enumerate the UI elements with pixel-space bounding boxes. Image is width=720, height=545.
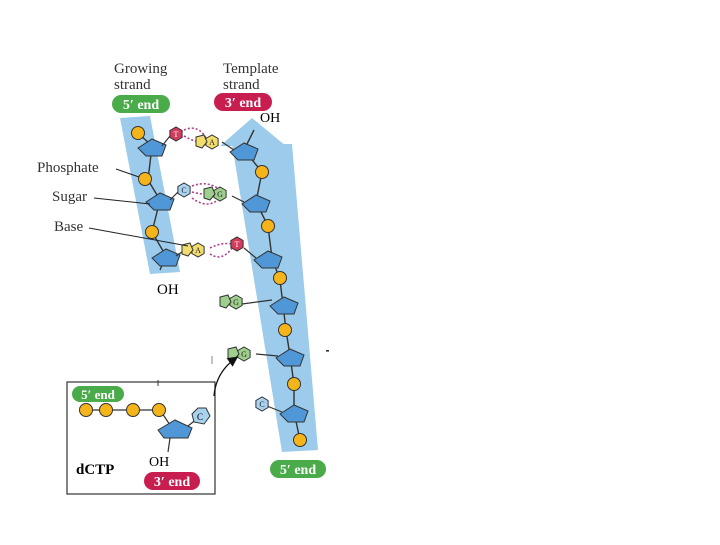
phosphate bbox=[99, 403, 113, 417]
template-strand-band bbox=[232, 144, 318, 452]
dctp-5-end-pill: 5′ end bbox=[72, 386, 124, 402]
growing-5-end-pill: 5′ end bbox=[112, 95, 170, 113]
sugar bbox=[269, 296, 299, 315]
growing-3-oh: OH bbox=[157, 282, 179, 298]
base-g: G bbox=[219, 294, 243, 310]
svg-text:G: G bbox=[217, 190, 223, 199]
svg-text:G: G bbox=[233, 298, 239, 307]
growing-strand-label-line1: Growing bbox=[114, 61, 168, 77]
sugar bbox=[279, 404, 309, 423]
phosphate bbox=[293, 433, 307, 447]
sugar bbox=[151, 248, 181, 267]
sugar bbox=[145, 192, 175, 211]
svg-text:5′ end: 5′ end bbox=[280, 463, 316, 478]
growing-strand-label-line2: strand bbox=[114, 77, 151, 93]
phosphate bbox=[131, 126, 145, 140]
base-a: A bbox=[195, 134, 219, 150]
dctp-sugar bbox=[157, 419, 193, 439]
phosphate bbox=[152, 403, 166, 417]
svg-text:G: G bbox=[241, 350, 247, 359]
stray-mark bbox=[326, 350, 329, 352]
growing-strand-band bbox=[120, 116, 180, 274]
sugar-label: Sugar bbox=[52, 189, 87, 205]
base-g: G bbox=[227, 346, 251, 362]
template-strand-label-line2: strand bbox=[223, 77, 260, 93]
base-t: T bbox=[169, 126, 183, 142]
svg-text:C: C bbox=[197, 412, 203, 422]
phosphate bbox=[273, 271, 287, 285]
sugar bbox=[137, 138, 167, 157]
svg-text:5′ end: 5′ end bbox=[123, 98, 159, 113]
template-5-end-pill: 5′ end bbox=[270, 460, 326, 478]
dctp-base-c: C bbox=[191, 407, 211, 425]
base-t: T bbox=[230, 236, 244, 252]
svg-text:3′ end: 3′ end bbox=[154, 475, 190, 490]
template-strand-sugars bbox=[229, 142, 309, 423]
label-pointers bbox=[88, 168, 189, 247]
base-a: A bbox=[181, 242, 205, 258]
template-3-end-pill: 3′ end bbox=[214, 93, 272, 111]
svg-text:A: A bbox=[195, 246, 201, 255]
svg-text:T: T bbox=[235, 240, 240, 249]
svg-text:C: C bbox=[259, 400, 264, 409]
template-strand-label-line1: Template bbox=[223, 61, 279, 77]
sugar bbox=[253, 250, 283, 269]
phosphate bbox=[287, 377, 301, 391]
base-c: C bbox=[177, 182, 191, 198]
svg-text:A: A bbox=[209, 138, 215, 147]
bases: T C A A G T G G C bbox=[169, 126, 269, 412]
phosphate bbox=[79, 403, 93, 417]
dctp-oh: OH bbox=[149, 455, 169, 470]
svg-text:C: C bbox=[181, 186, 186, 195]
dctp-label: dCTP bbox=[76, 462, 114, 478]
incorporation-arrow bbox=[213, 356, 239, 397]
sugar bbox=[229, 142, 259, 161]
phosphate bbox=[278, 323, 292, 337]
phosphate bbox=[261, 219, 275, 233]
phosphate-label: Phosphate bbox=[37, 160, 99, 176]
growing-strand-sugars bbox=[137, 138, 181, 267]
base-c: C bbox=[255, 396, 269, 412]
template-3-oh: OH bbox=[260, 111, 280, 126]
base-label: Base bbox=[54, 219, 84, 235]
phosphate bbox=[145, 225, 159, 239]
svg-text:3′ end: 3′ end bbox=[225, 96, 261, 111]
sugar bbox=[275, 348, 305, 367]
phosphate bbox=[255, 165, 269, 179]
svg-text:T: T bbox=[174, 130, 179, 139]
dctp-3-end-pill: 3′ end bbox=[144, 472, 200, 490]
svg-text:5′ end: 5′ end bbox=[81, 387, 115, 402]
base-g: G bbox=[203, 186, 227, 202]
phosphate bbox=[126, 403, 140, 417]
sugar bbox=[241, 194, 271, 213]
dctp-box bbox=[66, 381, 216, 495]
phosphate bbox=[138, 172, 152, 186]
